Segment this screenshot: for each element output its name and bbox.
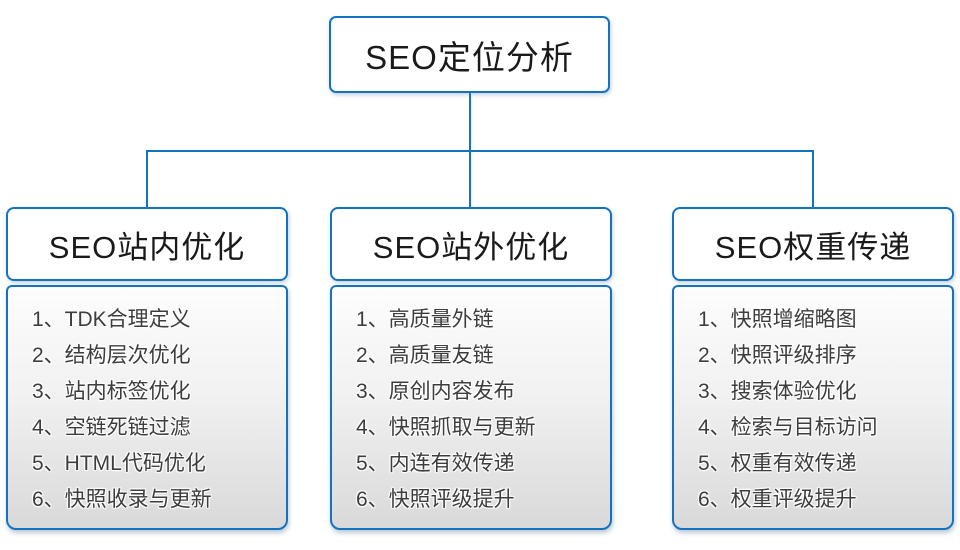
list-item: 5、内连有效传递 <box>356 452 515 475</box>
branch-weight-title: SEO权重传递 <box>714 229 912 265</box>
list-item: 2、结构层次优化 <box>32 344 191 367</box>
branch-weight-list: 1、快照增缩略图 2、快照评级排序 3、搜索体验优化 4、检索与目标访问 5、权… <box>672 285 954 530</box>
list-item: 5、权重有效传递 <box>698 452 857 475</box>
list-item: 1、高质量外链 <box>356 308 494 331</box>
branch-offsite-optimization: SEO站外优化 1、高质量外链 2、高质量友链 3、原创内容发布 4、快照抓取与… <box>330 207 612 530</box>
list-item: 6、权重评级提升 <box>698 488 857 511</box>
connector-drop-center <box>469 150 471 208</box>
list-item: 3、站内标签优化 <box>32 380 191 403</box>
list-item: 1、快照增缩略图 <box>698 308 857 331</box>
list-item: 2、高质量友链 <box>356 344 494 367</box>
connector-drop-right <box>812 150 814 208</box>
branch-offsite-header: SEO站外优化 <box>330 207 612 281</box>
list-item: 5、HTML代码优化 <box>32 452 206 475</box>
list-item: 4、检索与目标访问 <box>698 416 878 439</box>
list-item: 6、快照评级提升 <box>356 488 515 511</box>
root-node: SEO定位分析 <box>329 16 610 93</box>
connector-horizontal-bus <box>147 150 814 152</box>
branch-offsite-list: 1、高质量外链 2、高质量友链 3、原创内容发布 4、快照抓取与更新 5、内连有… <box>330 285 612 530</box>
list-item: 4、快照抓取与更新 <box>356 416 536 439</box>
connector-drop-left <box>146 150 148 208</box>
branch-onsite-list: 1、TDK合理定义 2、结构层次优化 3、站内标签优化 4、空链死链过滤 5、H… <box>6 285 288 530</box>
branch-onsite-title: SEO站内优化 <box>48 229 246 265</box>
list-item: 2、快照评级排序 <box>698 344 857 367</box>
list-item: 1、TDK合理定义 <box>32 308 191 331</box>
list-item: 3、原创内容发布 <box>356 380 515 403</box>
root-node-label: SEO定位分析 <box>365 38 574 76</box>
list-item: 6、快照收录与更新 <box>32 488 212 511</box>
branch-offsite-title: SEO站外优化 <box>372 229 570 265</box>
branch-onsite-optimization: SEO站内优化 1、TDK合理定义 2、结构层次优化 3、站内标签优化 4、空链… <box>6 207 288 530</box>
list-item: 4、空链死链过滤 <box>32 416 191 439</box>
list-item: 3、搜索体验优化 <box>698 380 857 403</box>
branch-onsite-header: SEO站内优化 <box>6 207 288 281</box>
connector-root-stem <box>469 93 471 152</box>
branch-weight-transfer: SEO权重传递 1、快照增缩略图 2、快照评级排序 3、搜索体验优化 4、检索与… <box>672 207 954 530</box>
branch-weight-header: SEO权重传递 <box>672 207 954 281</box>
